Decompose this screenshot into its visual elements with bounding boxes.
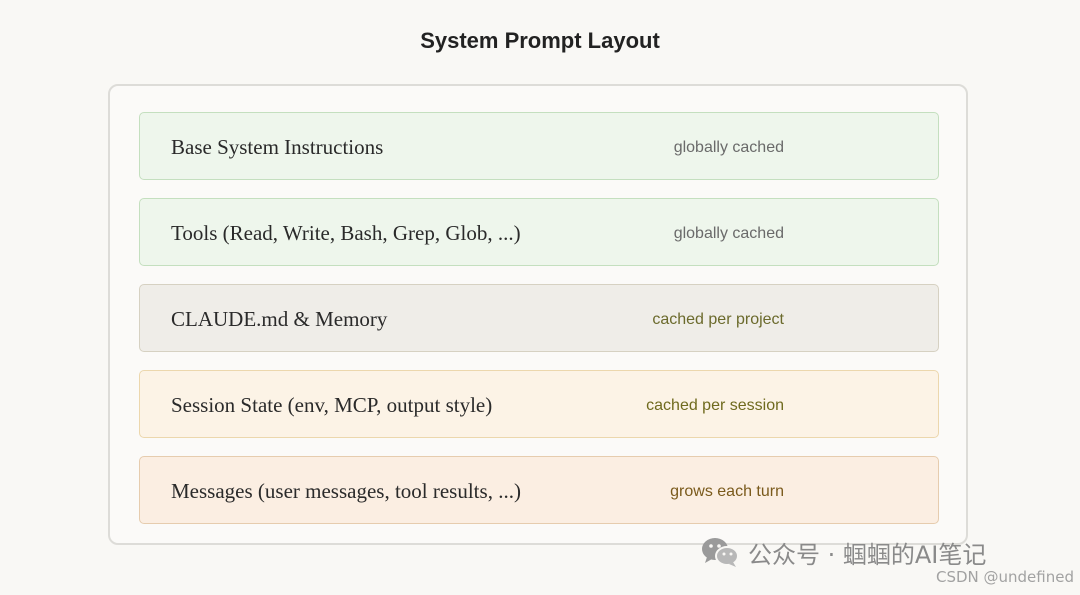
cache-scope-label: globally cached	[673, 139, 784, 156]
layer-label: Base System Instructions	[171, 135, 384, 159]
watermark: 公众号 · 蝈蝈的AI笔记	[700, 532, 986, 572]
diagram-title: System Prompt Layout	[420, 28, 660, 53]
layer-label: Session State (env, MCP, output style)	[171, 393, 493, 417]
layer-label: CLAUDE.md & Memory	[171, 307, 388, 331]
layer-session-state: Session State (env, MCP, output style) c…	[139, 370, 939, 438]
layer-messages: Messages (user messages, tool results, .…	[139, 456, 939, 524]
cache-scope-label: cached per project	[652, 311, 784, 328]
credit-text: CSDN @undefined	[935, 568, 1074, 586]
layer-label: Tools (Read, Write, Bash, Grep, Glob, ..…	[171, 221, 521, 245]
cache-scope-label: globally cached	[673, 225, 784, 242]
watermark-text: 公众号 · 蝈蝈的AI笔记	[748, 540, 987, 569]
layer-base-system-instructions: Base System Instructions globally cached	[139, 112, 939, 180]
layer-tools: Tools (Read, Write, Bash, Grep, Glob, ..…	[139, 198, 939, 266]
layer-claude-md-memory: CLAUDE.md & Memory cached per project	[139, 284, 939, 352]
cache-scope-label: grows each turn	[670, 483, 784, 500]
wechat-icon	[700, 535, 740, 569]
cache-scope-label: cached per session	[646, 397, 784, 414]
layer-label: Messages (user messages, tool results, .…	[171, 479, 521, 503]
